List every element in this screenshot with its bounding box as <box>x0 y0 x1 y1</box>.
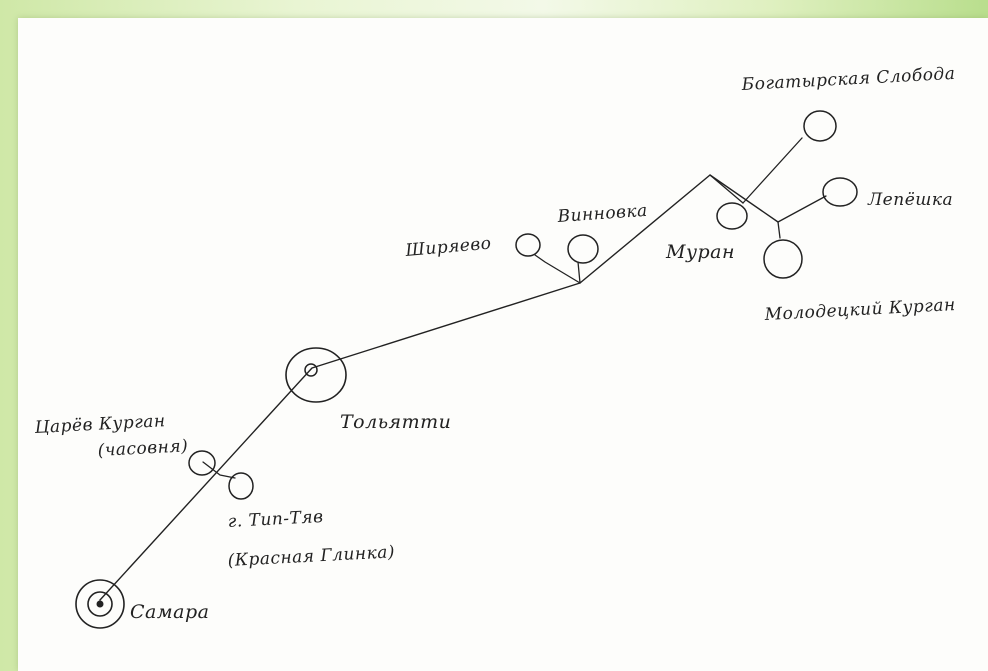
node-lepyoshka <box>822 177 858 207</box>
label-molodetsky-kurgan: Молодецкий Курган <box>763 295 956 325</box>
label-tsaryov-kurgan: Царёв Курган <box>33 411 166 438</box>
branch-bogatyrskaya-sloboda <box>742 137 803 204</box>
paper-sheet <box>18 18 988 671</box>
label-bogatyrskaya-sloboda: Богатырская Слобода <box>740 64 956 95</box>
node-samara <box>75 579 125 629</box>
node-tolyatti <box>285 347 347 403</box>
node-tip-tyav <box>228 472 254 500</box>
label-shiryaevo: Ширяево <box>404 234 493 262</box>
label-tip-tyav: г. Тип-Тяв <box>227 507 324 532</box>
branch-tip-tyav <box>202 461 236 479</box>
node-muran <box>716 202 748 230</box>
branch-muran <box>709 174 744 204</box>
label-lepyoshka: Лепёшка <box>867 190 953 210</box>
branch-shiryaevo <box>534 254 581 284</box>
node-shiryaevo <box>515 233 541 257</box>
label-samara: Самара <box>130 601 209 623</box>
branch-molodetsky-kurgan <box>777 221 781 239</box>
branch-vinnovka <box>577 261 581 284</box>
label-tip-tyav-note: (Красная Глинка) <box>227 542 395 571</box>
label-muran: Муран <box>665 241 735 263</box>
label-tsaryov-kurgan-note: (часовня) <box>97 436 189 461</box>
node-bogatyrskaya-sloboda <box>803 110 837 142</box>
node-vinnovka <box>567 234 599 264</box>
node-tsaryov-kurgan <box>188 450 216 476</box>
node-molodetsky-kurgan <box>763 239 803 279</box>
label-vinnovka: Винновка <box>556 201 648 227</box>
branch-lepyoshka <box>777 195 827 223</box>
label-tolyatti: Тольятти <box>340 411 451 433</box>
